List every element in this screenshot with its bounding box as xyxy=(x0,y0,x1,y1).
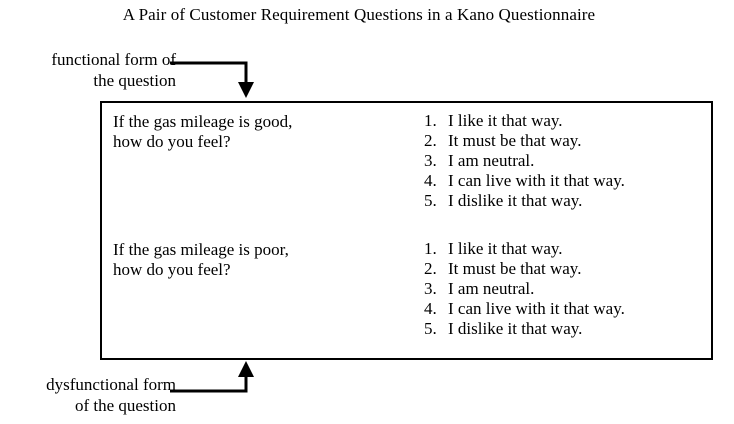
functional-form-label-line2: the question xyxy=(93,71,176,90)
answer-list-functional: 1. I like it that way. 2. It must be tha… xyxy=(390,103,711,211)
list-item[interactable]: 5. I dislike it that way. xyxy=(390,319,711,339)
table-row: If the gas mileage is poor, how do you f… xyxy=(102,231,711,359)
question-text-dysfunctional: If the gas mileage is poor, how do you f… xyxy=(113,239,289,279)
figure-title: A Pair of Customer Requirement Questions… xyxy=(122,5,596,24)
answer-cell-dysfunctional: 1. I like it that way. 2. It must be tha… xyxy=(390,231,711,359)
answer-number: 4. xyxy=(424,298,437,318)
answer-number: 3. xyxy=(424,278,437,298)
answer-number: 5. xyxy=(424,318,437,338)
answer-number: 1. xyxy=(424,111,437,130)
list-item[interactable]: 2. It must be that way. xyxy=(390,259,711,279)
list-item[interactable]: 2. It must be that way. xyxy=(390,131,711,151)
answer-number: 2. xyxy=(424,258,437,278)
answer-number: 1. xyxy=(424,238,437,258)
dysfunctional-form-label-line2: of the question xyxy=(74,396,176,415)
answer-list-dysfunctional: 1. I like it that way. 2. It must be tha… xyxy=(390,231,711,339)
answer-number: 2. xyxy=(424,131,437,150)
question-text-functional: If the gas mileage is good, how do you f… xyxy=(113,112,293,151)
answer-label: I like it that way. xyxy=(448,238,563,258)
answer-label: I am neutral. xyxy=(448,151,535,170)
answer-number: 3. xyxy=(424,151,437,170)
list-item[interactable]: 4. I can live with it that way. xyxy=(390,171,711,191)
list-item[interactable]: 1. I like it that way. xyxy=(390,239,711,259)
answer-label: It must be that way. xyxy=(448,131,582,150)
answer-label: I dislike it that way. xyxy=(448,318,583,338)
list-item[interactable]: 5. I dislike it that way. xyxy=(390,191,711,211)
table-row: If the gas mileage is good, how do you f… xyxy=(102,103,711,231)
functional-form-label-line1: functional form of xyxy=(51,50,176,69)
question-cell-functional: If the gas mileage is good, how do you f… xyxy=(102,103,390,231)
answer-label: I can live with it that way. xyxy=(448,171,625,190)
answer-label: It must be that way. xyxy=(448,258,582,278)
list-item[interactable]: 3. I am neutral. xyxy=(390,279,711,299)
question-cell-dysfunctional: If the gas mileage is poor, how do you f… xyxy=(102,231,390,359)
list-item[interactable]: 1. I like it that way. xyxy=(390,111,711,131)
list-item[interactable]: 4. I can live with it that way. xyxy=(390,299,711,319)
functional-form-label: functional form of the question xyxy=(6,49,176,91)
dysfunctional-form-label-line1: dysfunctional form xyxy=(46,375,176,394)
answer-number: 4. xyxy=(424,171,437,190)
answer-number: 5. xyxy=(424,191,437,210)
dysfunctional-form-label: dysfunctional form of the question xyxy=(4,374,176,416)
dysfunctional-form-arrow-icon xyxy=(170,361,254,393)
answer-label: I am neutral. xyxy=(448,278,535,298)
answer-cell-functional: 1. I like it that way. 2. It must be tha… xyxy=(390,103,711,231)
answer-label: I can live with it that way. xyxy=(448,298,625,318)
functional-form-arrow-icon xyxy=(170,61,254,98)
answer-label: I dislike it that way. xyxy=(448,191,583,210)
answer-label: I like it that way. xyxy=(448,111,563,130)
kano-questionnaire-table: If the gas mileage is good, how do you f… xyxy=(100,101,713,360)
list-item[interactable]: 3. I am neutral. xyxy=(390,151,711,171)
